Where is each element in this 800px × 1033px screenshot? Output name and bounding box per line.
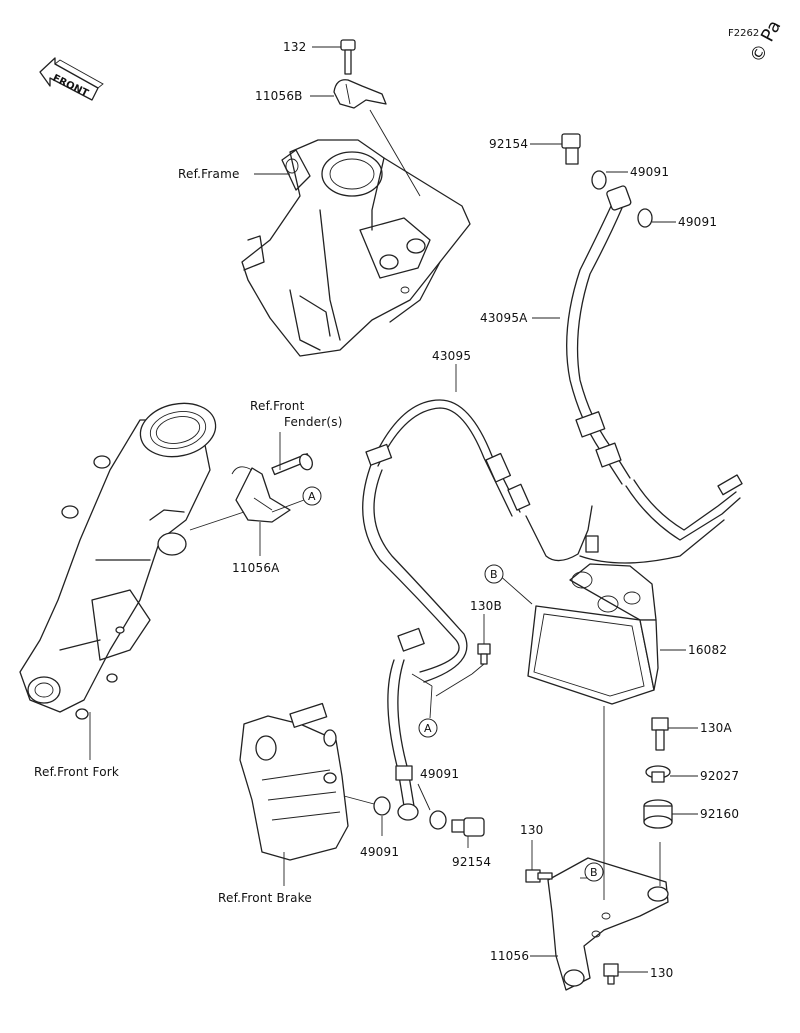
label-130A: 130A — [700, 721, 733, 735]
callout-b-2-label: B — [590, 866, 598, 879]
brake-hose-43095 — [362, 399, 599, 821]
callout-a-2-label: A — [424, 722, 432, 735]
label-ref-front-fork: Ref.Front Fork — [34, 765, 119, 779]
label-43095A: 43095A — [480, 311, 528, 325]
label-49091-a: 49091 — [630, 165, 669, 179]
fender-bolt — [271, 453, 313, 476]
bolt-130-left — [525, 869, 553, 883]
callout-a-1-label: A — [308, 490, 316, 503]
label-49091-d: 49091 — [360, 845, 399, 859]
label-ref-front-brake: Ref.Front Brake — [218, 891, 312, 905]
label-130-left: 130 — [520, 823, 544, 837]
front-fork-drawing — [19, 402, 217, 720]
watermark: © Pa — [746, 17, 786, 66]
washer-49091-a — [591, 170, 607, 190]
label-11056B: 11056B — [255, 89, 303, 103]
label-92154-bottom: 92154 — [452, 855, 491, 869]
bolt-130B — [477, 643, 491, 665]
leader-lines — [89, 46, 698, 973]
grommet-92160 — [643, 799, 673, 829]
label-92027: 92027 — [700, 769, 739, 783]
clamp-11056A — [231, 466, 291, 523]
collar-92027 — [645, 765, 671, 783]
callout-b-1-label: B — [490, 568, 498, 581]
washer-49091-c — [429, 810, 447, 830]
callout-a-2 — [418, 718, 438, 738]
bolt-132-top — [340, 39, 356, 75]
label-49091-b: 49091 — [678, 215, 717, 229]
bolt-130A — [651, 717, 669, 751]
callout-b-1 — [484, 564, 504, 584]
label-16082: 16082 — [688, 643, 727, 657]
frame-drawing — [241, 139, 471, 357]
label-49091-c: 49091 — [420, 767, 459, 781]
brake-hose-43095A — [566, 185, 743, 564]
label-43095: 43095 — [432, 349, 471, 363]
label-ref-front-fender-1: Ref.Front — [250, 399, 305, 413]
label-ref-frame: Ref.Frame — [178, 167, 240, 181]
washer-49091-d — [373, 796, 391, 816]
front-brake-caliper — [239, 702, 349, 861]
label-130-right: 130 — [650, 966, 674, 980]
label-92160: 92160 — [700, 807, 739, 821]
label-132-top: 132 — [283, 40, 307, 54]
banjo-bolt-92154-top — [561, 133, 581, 165]
clamp-11056B — [333, 79, 387, 109]
washer-49091-b — [637, 208, 653, 228]
callout-a-1 — [302, 486, 322, 506]
label-92154-top: 92154 — [489, 137, 528, 151]
banjo-bolt-92154-bottom — [451, 817, 485, 837]
label-11056: 11056 — [490, 949, 529, 963]
label-ref-front-fender-2: Fender(s) — [284, 415, 343, 429]
callout-b-2 — [584, 862, 604, 882]
front-arrow-icon: FRONT — [39, 57, 104, 101]
label-130B: 130B — [470, 599, 502, 613]
figure-code: F2262 — [728, 28, 759, 39]
bolt-130-right — [603, 963, 619, 985]
label-11056A: 11056A — [232, 561, 280, 575]
bracket-11056 — [547, 857, 669, 991]
abs-unit-16082 — [527, 563, 659, 705]
